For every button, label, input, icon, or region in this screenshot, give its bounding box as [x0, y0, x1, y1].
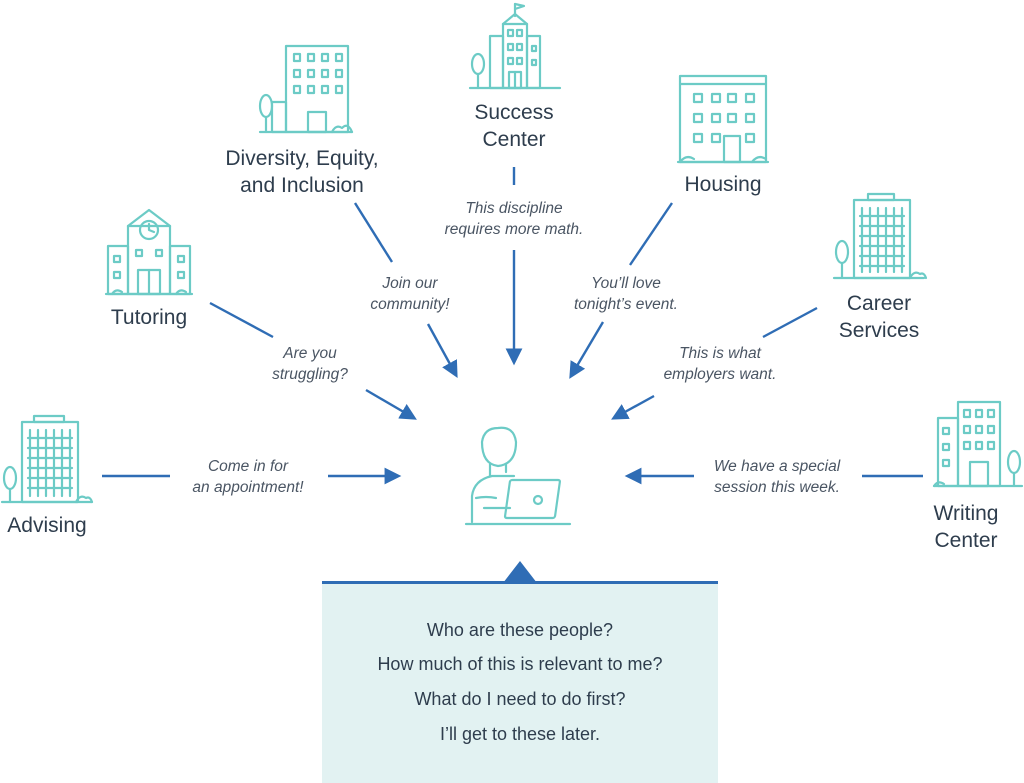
career-services-building-icon [832, 192, 928, 280]
message-tutoring: Are you struggling? [272, 345, 348, 383]
message-housing: You’ll love tonight’s event. [574, 275, 678, 313]
student-laptop-icon [464, 426, 572, 526]
writing-center-building-icon [932, 400, 1024, 488]
arrow-dei-tail [353, 202, 394, 263]
questions-box [322, 582, 718, 783]
success-center-building-icon [468, 2, 562, 90]
arrow-housing [569, 321, 605, 379]
label-success-center: Success Center [474, 101, 554, 151]
housing-building-icon [676, 74, 770, 164]
message-career-services: This is what employers want. [663, 345, 777, 383]
question-3: What do I need to do first? [414, 689, 626, 709]
pointer-triangle [503, 561, 537, 583]
message-success-center: This discipline requires more math. [444, 200, 584, 238]
tutoring-building-icon [104, 208, 194, 296]
question-2: How much of this is relevant to me? [377, 654, 663, 674]
question-1: Who are these people? [426, 620, 614, 640]
label-writing-center: Writing Center [933, 502, 999, 552]
message-dei: Join our community! [370, 275, 450, 313]
question-4: I’ll get to these later. [439, 724, 601, 744]
advising-building-icon [0, 414, 94, 504]
arrow-career-services-tail [762, 306, 818, 339]
label-advising: Advising [7, 514, 87, 537]
message-advising: Come in for an appointment! [192, 458, 304, 496]
dei-building-icon [258, 44, 354, 134]
arrow-career-services [611, 394, 655, 420]
arrow-housing-tail [629, 202, 673, 266]
label-dei: Diversity, Equity, and Inclusion [225, 147, 379, 197]
message-writing-center: We have a special session this week. [713, 458, 841, 496]
label-tutoring: Tutoring [110, 306, 188, 329]
questions-box-top-line [322, 581, 718, 584]
arrow-tutoring-tail [209, 301, 274, 339]
arrows [102, 167, 923, 485]
arrow-tutoring [365, 388, 417, 420]
arrow-dei [426, 323, 458, 378]
label-career-services: Career Services [838, 292, 920, 342]
label-housing: Housing [684, 173, 762, 196]
